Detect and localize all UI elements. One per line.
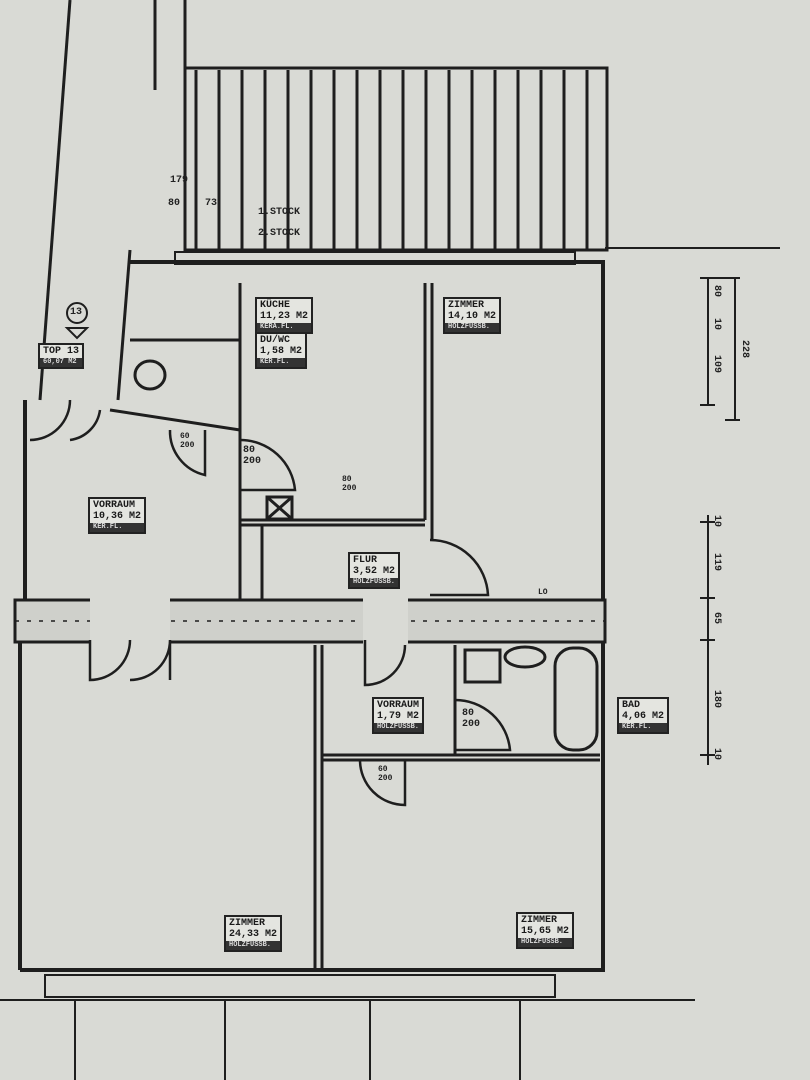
- door-dim-room: 60 200: [378, 765, 393, 783]
- dim-top-3: 228: [739, 340, 750, 359]
- room-area: 14,10 M2: [448, 311, 497, 322]
- dim-bottom-2: 65: [711, 612, 722, 625]
- dim-bottom-4: 10: [711, 748, 722, 761]
- balcony-hatch: [183, 66, 609, 252]
- exterior-walls: [0, 0, 780, 1001]
- door-dim-vorraum: 80 200: [462, 708, 481, 730]
- room-area: 11,23 M2: [260, 311, 309, 322]
- room-floor: HOLZFUSSB.: [374, 723, 423, 732]
- level-1-label: 1.STOCK: [258, 207, 301, 218]
- room-area: 3,52 M2: [353, 566, 396, 577]
- balcony-dim-2: 80: [168, 198, 181, 209]
- room-name: VORRAUM: [377, 700, 420, 711]
- room-floor: KER.FL.: [257, 358, 306, 367]
- top-name: TOP 13: [43, 346, 80, 357]
- room-name: DU/WC: [260, 335, 291, 346]
- room-floor: KERA.FL.: [257, 323, 312, 332]
- unit-marker-arrow: [64, 327, 90, 340]
- room-area: 10,36 M2: [93, 511, 142, 522]
- corridor-wall: [13, 598, 607, 644]
- dim-top-2: 109: [711, 355, 722, 374]
- level-2-label: 2.STOCK: [258, 228, 301, 239]
- top-label: TOP 13 60,07 M2: [38, 343, 85, 369]
- door-dim-wc: 60 200: [180, 432, 195, 450]
- room-floor: KER.FL.: [619, 723, 668, 732]
- room-name: VORRAUM: [93, 500, 136, 511]
- door-dim-kitchen: 80 200: [243, 445, 262, 467]
- unit-marker-number: 13: [70, 307, 83, 318]
- room-area: 1,79 M2: [377, 711, 420, 722]
- room-area: 24,33 M2: [229, 929, 278, 940]
- room-area: 4,06 M2: [622, 711, 665, 722]
- interior-walls: [109, 283, 600, 970]
- dim-top-0: 80: [711, 285, 722, 298]
- dim-bottom-0: 10: [711, 515, 722, 528]
- door-dim-flur: 80 200: [342, 475, 357, 493]
- balcony-dim-3: 73: [205, 198, 218, 209]
- room-area: 1,58 M2: [260, 346, 303, 357]
- door-swings: [29, 399, 512, 807]
- dimension-lines: [74, 277, 740, 1080]
- balcony-dim-1: 179: [170, 175, 189, 186]
- room-name: KÜCHE: [260, 300, 291, 311]
- room-name: ZIMMER: [229, 918, 266, 929]
- room-floor: HOLZFUSSB.: [518, 938, 573, 947]
- windows: [44, 251, 576, 998]
- dim-bottom-1: 119: [711, 553, 722, 572]
- room-floor: HOLZFUSSB.: [350, 578, 399, 587]
- unit-marker-circle: [66, 302, 88, 324]
- room-name: BAD: [622, 700, 641, 711]
- dim-top-1: 10: [711, 318, 722, 331]
- room-name: ZIMMER: [448, 300, 485, 311]
- top-area: 60,07 M2: [40, 358, 83, 367]
- room-name: ZIMMER: [521, 915, 558, 926]
- room-floor: KER.FL.: [90, 523, 145, 532]
- room-floor: HOLZFUSSB.: [226, 941, 281, 950]
- room-floor: HOLZFUSSB.: [445, 323, 500, 332]
- room-area: 15,65 M2: [521, 926, 570, 937]
- dim-bottom-3: 180: [711, 690, 722, 709]
- room-name: FLUR: [353, 555, 378, 566]
- lo-mark: LO: [538, 588, 548, 597]
